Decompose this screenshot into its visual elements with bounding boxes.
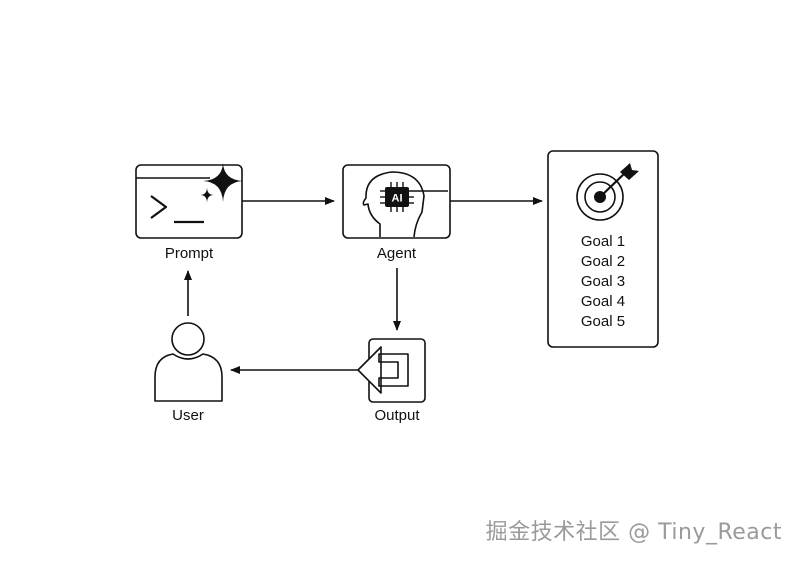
exit-arrow-icon [357,346,409,394]
target-icon [576,163,639,221]
watermark: 掘金技术社区 @ Tiny_React [485,520,782,545]
goal-item: Goal 1 [580,233,626,250]
output-node[interactable] [357,338,426,403]
prompt-label: Prompt [164,245,214,262]
terminal-icon [150,195,204,224]
sparkle-icon [200,163,243,203]
prompt-node[interactable] [135,163,243,239]
output-label: Output [374,407,420,424]
head-icon [362,171,425,238]
goal-item: Goal 5 [580,313,626,330]
ai-chip-icon: AI [380,182,448,212]
agent-label: Agent [376,245,417,262]
agent-node[interactable]: AI [342,164,451,239]
goal-item: Goal 2 [580,253,626,270]
user-icon [154,322,223,402]
goals-node[interactable] [547,150,659,348]
goal-item: Goal 4 [580,293,626,310]
goal-item: Goal 3 [580,273,626,290]
user-label: User [172,407,204,424]
ai-chip-text: AI [392,193,403,205]
user-node[interactable] [154,322,223,402]
